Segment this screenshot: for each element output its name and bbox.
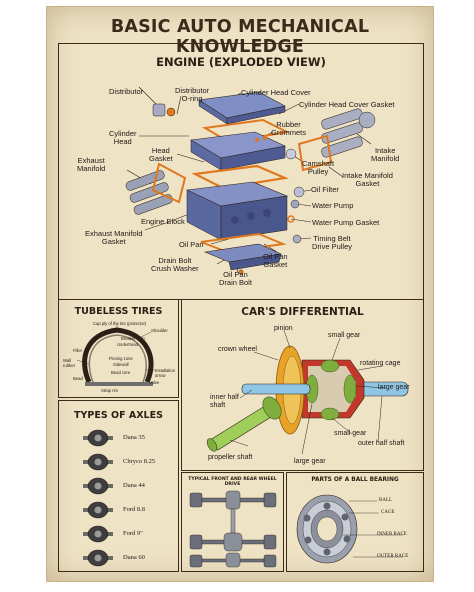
wheel-drive-illustration <box>189 490 277 568</box>
label-flexing-zone: Flexing zone <box>109 356 133 361</box>
label-camshaft-pulley: Camshaft Pulley <box>302 159 335 176</box>
label-distributor-oring: Distributor O-ring <box>175 86 210 103</box>
tire-cross-section <box>76 324 155 386</box>
label-water-pump: Water Pump <box>312 201 354 210</box>
axle-icon <box>83 549 113 567</box>
label-bead-core: Bead core <box>111 370 131 375</box>
label-small-gear-top: small gear <box>328 332 361 339</box>
label-large-gear-bottom: large gear <box>294 458 326 465</box>
label-timing-belt-drive-pulley: Timing Belt Drive Pulley <box>312 234 353 251</box>
label-rotating-cage: rotating cage <box>360 360 401 367</box>
label-installation-arrow: Installation arrow <box>155 368 176 378</box>
axle-icon <box>83 453 113 471</box>
label-shoulder: Shoulder <box>151 328 168 333</box>
axle-label: Dana 35 <box>123 434 145 441</box>
label-intake-manifold: Intake Manifold <box>371 146 400 163</box>
label-filler: Filler <box>73 348 83 353</box>
wheel-drive-title: TYPICAL FRONT AND REAR WHEEL DRIVE <box>188 477 277 487</box>
bearing-title: PARTS OF A BALL BEARING <box>311 477 399 483</box>
label-drain-bolt-crush-washer: Drain Bolt Crush Washer <box>151 256 199 273</box>
label-oil-pan: Oil Pan <box>179 240 204 249</box>
label-cap-ply: Cap ply of the tire (protector) <box>93 321 147 326</box>
label-engine-block: Engine Block <box>141 217 185 226</box>
axle-label: Dana 44 <box>123 482 145 489</box>
label-strap-rim: Strap rim <box>101 388 118 393</box>
differential-panel: CAR'S DIFFERENTIAL <box>181 299 424 471</box>
label-exhaust-manifold-gasket: Exhaust Manifold Gasket <box>85 229 143 246</box>
label-crown-wheel: crown wheel <box>218 346 257 353</box>
differential-title: CAR'S DIFFERENTIAL <box>241 306 364 318</box>
label-bead: Bead <box>73 376 83 381</box>
label-oil-pan-drain-bolt: Oil Pan Drain Bolt <box>219 270 252 287</box>
axle-label: Ford 8.8 <box>123 506 146 513</box>
axle-icon <box>83 477 113 495</box>
label-sidewall: Sidewall <box>113 362 129 367</box>
tires-title: TUBELESS TIRES <box>74 306 163 317</box>
bearing-illustration <box>296 494 403 564</box>
label-pinion: pinion <box>274 325 293 332</box>
axle-icon <box>83 429 113 447</box>
engine-panel: ENGINE (EXPLODED VIEW) <box>58 43 424 300</box>
axle-label: Chryco 8.25 <box>123 458 156 465</box>
label-oil-pan-gasket: Oil Pan Gasket <box>263 252 288 269</box>
label-intake-manifold-gasket: Intake Manifold Gasket <box>342 171 393 188</box>
axle-icon <box>83 501 113 519</box>
label-oil-filter: Oil Filter <box>311 185 339 194</box>
axles-title: TYPES OF AXLES <box>74 410 163 421</box>
engine-illustration <box>125 86 376 275</box>
label-distributor: Distributor <box>109 87 144 96</box>
label-outer-race: OUTER RACE <box>377 554 409 559</box>
poster-title: BASIC AUTO MECHANICAL KNOWLEDGE <box>110 17 370 57</box>
engine-title: ENGINE (EXPLODED VIEW) <box>156 55 326 69</box>
axles-illustration <box>83 429 113 567</box>
label-cylinder-head-cover: Cylinder Head Cover <box>241 88 311 97</box>
wheel-drive-panel: TYPICAL FRONT AND REAR WHEEL DRIVE <box>181 472 284 572</box>
distributor-part <box>152 103 176 117</box>
label-exhaust-manifold: Exhaust Manifold <box>77 156 106 173</box>
label-valve: Valve <box>149 380 160 385</box>
label-inner-half-shaft: inner half shaft <box>210 394 239 409</box>
bearing-panel: PARTS OF A BALL BEARING BALL CAGE INNER … <box>286 472 424 572</box>
label-propeller-shaft: propeller shaft <box>208 454 253 461</box>
label-undertread: Undertread <box>117 342 138 347</box>
axle-label: Ford 9" <box>123 530 143 537</box>
label-cage: CAGE <box>381 510 395 515</box>
label-small-gear-bottom: small gear <box>334 430 367 437</box>
label-rubber-grommets: Rubber Grommets <box>271 120 307 137</box>
axle-icon <box>83 525 113 543</box>
axle-label: Dana 60 <box>123 554 145 561</box>
poster: BASIC AUTO MECHANICAL KNOWLEDGE ENGINE (… <box>46 6 434 582</box>
label-cylinder-head: Cylinder Head <box>109 129 137 146</box>
label-water-pump-gasket: Water Pump Gasket <box>312 218 380 227</box>
label-inner-race: INNER RACE <box>377 532 407 537</box>
label-ball: BALL <box>379 498 393 503</box>
label-breaker-strip: Breaker strip <box>121 336 145 341</box>
label-cylinder-head-cover-gasket: Cylinder Head Cover Gasket <box>299 100 395 109</box>
label-head-gasket: Head Gasket <box>149 146 173 163</box>
label-outer-half-shaft: outer half shaft <box>358 440 405 447</box>
label-wall-rubber: Wall rubber <box>63 358 76 368</box>
tires-panel: TUBELESS TIRES Cap ply of the tire (prot… <box>58 299 179 398</box>
label-large-gear-right: large gear <box>378 384 410 391</box>
differential-illustration <box>206 329 409 455</box>
